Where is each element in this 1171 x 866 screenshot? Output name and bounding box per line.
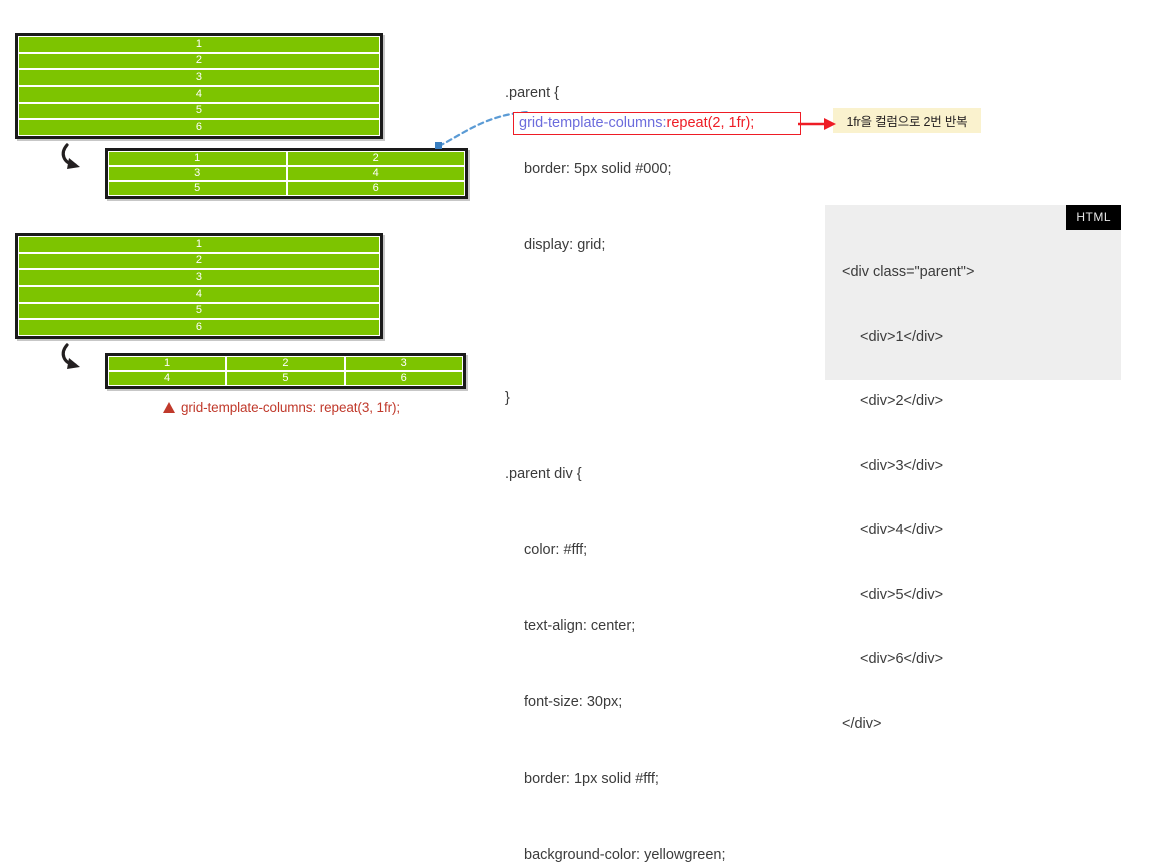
curved-down-arrow-icon xyxy=(61,343,80,369)
grid-cell: 4 xyxy=(286,166,465,181)
css-code-listing: .parent { border: 5px solid #000; displa… xyxy=(505,30,835,866)
html-code-line: <div class="parent"> xyxy=(842,264,975,280)
curved-down-arrow-icon xyxy=(61,143,80,169)
html-code-line: <div>1</div> xyxy=(860,328,944,345)
css-property-name: grid-template-columns: xyxy=(519,115,667,132)
grid-illustration-single-column-top: 1 2 3 4 5 6 xyxy=(15,33,383,139)
red-arrow-icon xyxy=(798,118,836,130)
html-code-line: <div>5</div> xyxy=(860,586,944,603)
css-code-line: text-align: center; xyxy=(524,618,636,635)
grid-cell: 2 xyxy=(226,356,345,371)
grid-cell: 6 xyxy=(18,119,380,136)
grid-cell: 5 xyxy=(226,371,345,386)
css-code-line: background-color: yellowgreen; xyxy=(524,846,726,863)
bottom-caption-text: grid-template-columns: repeat(3, 1fr); xyxy=(181,400,401,415)
grid-cell: 2 xyxy=(18,52,380,70)
grid-cell: 4 xyxy=(108,371,227,386)
annotation-callout-text: 1fr을 컬럼으로 2번 반복 xyxy=(846,115,968,129)
grid-cell: 1 xyxy=(18,236,380,253)
css-code-line: font-size: 30px; xyxy=(524,694,623,711)
css-property-value: repeat(2, 1fr); xyxy=(666,115,755,132)
annotation-callout: 1fr을 컬럼으로 2번 반복 xyxy=(833,108,981,133)
html-code-line: <div>2</div> xyxy=(860,393,944,409)
grid-cell: 1 xyxy=(108,151,287,166)
triangle-marker-icon xyxy=(163,402,175,413)
html-code-panel: HTML <div class="parent"> <div>1</div> <… xyxy=(825,205,1121,732)
grid-cell: 2 xyxy=(286,151,465,166)
html-code-line: <div>6</div> xyxy=(860,651,944,667)
css-code-line: border: 1px solid #fff; xyxy=(524,770,659,787)
grid-cell: 6 xyxy=(286,181,465,196)
grid-cell: 2 xyxy=(18,252,380,270)
html-code-line: <div>3</div> xyxy=(860,457,944,474)
grid-cell: 3 xyxy=(108,166,287,181)
html-code-line: </div> xyxy=(842,715,882,732)
css-code-line: .parent { xyxy=(505,84,560,101)
grid-cell: 5 xyxy=(18,102,380,120)
css-code-line: .parent div { xyxy=(505,465,582,482)
css-code-line: border: 5px solid #000; xyxy=(524,161,672,178)
grid-cell: 6 xyxy=(344,371,463,386)
grid-cell: 3 xyxy=(344,356,463,371)
grid-cell: 3 xyxy=(18,269,380,286)
css-code-line: } xyxy=(505,389,510,406)
css-code-line-placeholder-highlight xyxy=(505,309,835,334)
grid-cell: 6 xyxy=(18,319,380,336)
grid-cell: 1 xyxy=(18,36,380,53)
css-code-line: display: grid; xyxy=(524,237,606,254)
grid-cell: 4 xyxy=(18,85,380,103)
html-code-line: <div>4</div> xyxy=(860,522,944,538)
grid-illustration-single-column-bottom: 1 2 3 4 5 6 xyxy=(15,233,383,339)
grid-illustration-two-columns: 1 2 3 4 5 6 xyxy=(105,148,468,199)
grid-cell: 3 xyxy=(18,69,380,86)
grid-illustration-three-columns: 1 2 3 4 5 6 xyxy=(105,353,466,389)
highlighted-css-property-row: grid-template-columns: repeat(2, 1fr); xyxy=(513,112,801,135)
grid-cell: 5 xyxy=(108,181,287,196)
grid-cell: 1 xyxy=(108,356,227,371)
bottom-caption: grid-template-columns: repeat(3, 1fr); xyxy=(163,400,400,415)
grid-cell: 5 xyxy=(18,302,380,320)
html-language-badge: HTML xyxy=(1066,205,1121,230)
css-code-line: color: #fff; xyxy=(524,542,588,559)
grid-cell: 4 xyxy=(18,285,380,303)
html-code-listing: <div class="parent"> <div>1</div> <div>2… xyxy=(842,219,974,778)
